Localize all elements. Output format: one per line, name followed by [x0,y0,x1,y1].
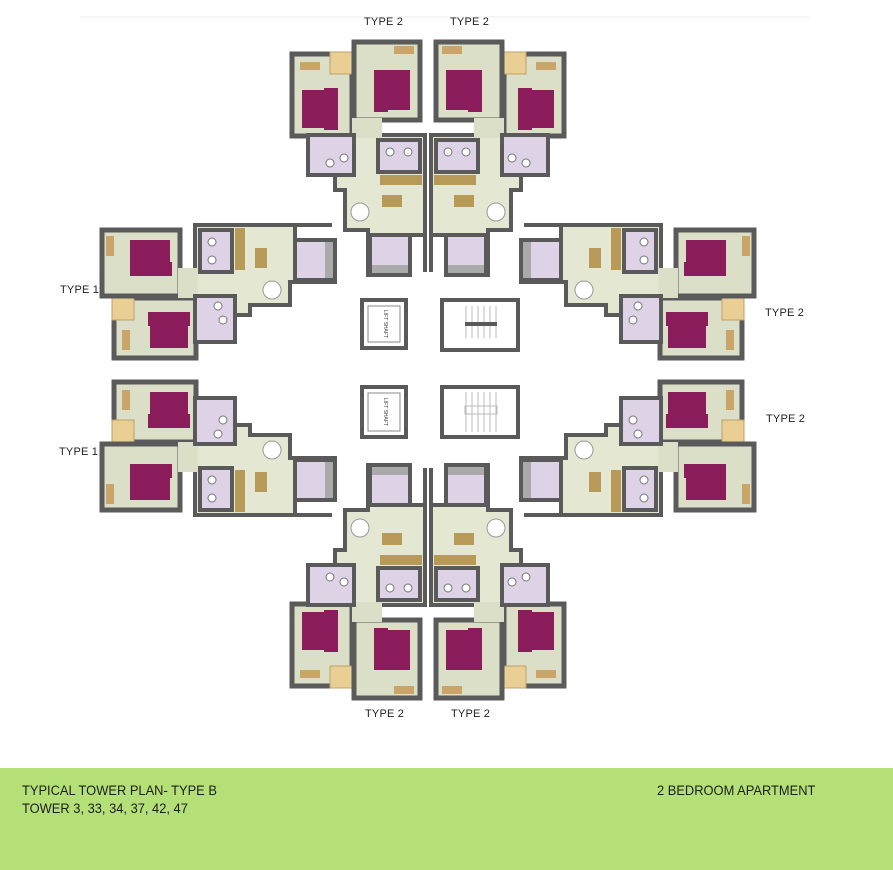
unit-right-upper [521,225,754,358]
unit-label-top-left: TYPE 2 [364,16,404,28]
apartment-type: 2 BEDROOM APARTMENT [657,782,816,798]
unit-label-right-upper: TYPE 2 [765,307,805,319]
unit-label-left-upper: TYPE 1 [60,284,100,296]
unit-label-top-right: TYPE 2 [450,16,490,28]
lift-label-upper: LIFT SHAFT [382,310,388,338]
unit-right-lower [521,382,754,515]
unit-left-upper [102,225,335,358]
unit-label-bottom-left: TYPE 2 [365,708,405,720]
staircase-upper [440,298,520,352]
unit-label-right-lower: TYPE 2 [766,413,806,425]
tower-list: TOWER 3, 33, 34, 37, 42, 47 [22,800,188,816]
unit-label-bottom-right: TYPE 2 [451,708,491,720]
staircase-lower [440,385,520,439]
lift-shaft-upper [360,298,408,350]
unit-label-left-lower: TYPE 1 [59,446,99,458]
plan-title: TYPICAL TOWER PLAN- TYPE B [22,782,217,798]
lift-shaft-lower [360,385,408,439]
unit-left-lower [102,382,335,515]
tower-floor-plan: LIFT SHAFT LIFT SHAFT [80,16,810,768]
footer-band: TYPICAL TOWER PLAN- TYPE B TOWER 3, 33, … [0,768,893,870]
lift-label-lower: LIFT SHAFT [382,398,388,426]
